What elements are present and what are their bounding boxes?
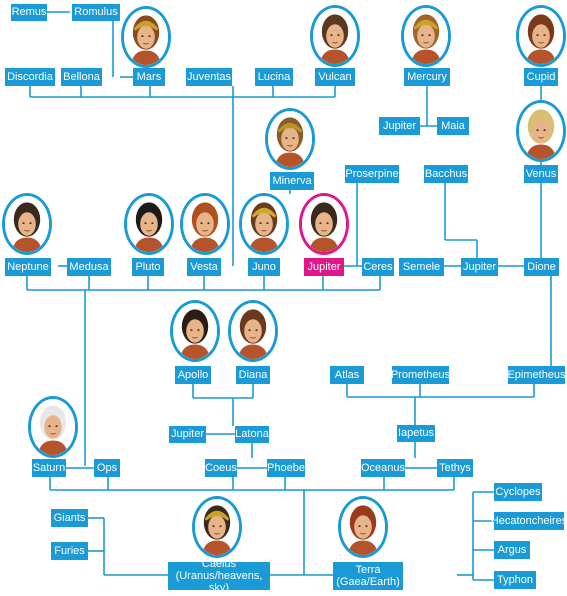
name-box-lucina: Lucina xyxy=(255,68,293,86)
terra-aliases: (Gaea/Earth) xyxy=(336,576,400,588)
venus-portrait-icon xyxy=(516,100,566,162)
apollo-portrait-icon xyxy=(170,300,220,362)
name-box-juventas: Juventas xyxy=(186,68,232,86)
name-box-furies: Furies xyxy=(51,542,88,560)
name-box-pluto: Pluto xyxy=(132,258,164,276)
name-box-jupiter-semele: Jupiter xyxy=(461,258,498,276)
mars-portrait-icon-art xyxy=(124,9,168,65)
name-box-typhon: Typhon xyxy=(494,571,536,589)
name-box-atlas: Atlas xyxy=(330,366,364,384)
name-box-juno: Juno xyxy=(248,258,280,276)
name-box-prometheus: Prometheus xyxy=(391,366,450,384)
terra-name: Terra xyxy=(355,564,381,576)
name-box-maia: Maia xyxy=(437,117,469,135)
name-box-cyclopes: Cyclopes xyxy=(494,483,542,501)
name-box-phoebe: Phoebe xyxy=(267,459,305,477)
vesta-portrait-icon-art xyxy=(183,196,227,252)
apollo-portrait-icon-art xyxy=(173,303,217,359)
pluto-portrait-icon xyxy=(124,193,174,255)
name-box-epimetheus: Epimetheus xyxy=(507,366,566,384)
name-box-jupiter-maia: Jupiter xyxy=(379,117,420,135)
vulcan-portrait-icon xyxy=(310,5,360,67)
name-box-mars: Mars xyxy=(133,68,165,86)
name-box-saturn: Saturn xyxy=(32,459,66,477)
name-box-hecatoncheires: Hecatoncheires xyxy=(491,512,567,530)
name-box-semele: Semele xyxy=(399,258,444,276)
terra-portrait-icon-art xyxy=(341,499,385,555)
name-box-vulcan: Vulcan xyxy=(315,68,355,86)
name-box-remus: Remus xyxy=(11,4,47,21)
jupiter-portrait-icon-art xyxy=(302,196,346,252)
cupid-portrait-icon-art xyxy=(519,8,563,64)
vesta-portrait-icon xyxy=(180,193,230,255)
minerva-portrait-icon-art xyxy=(268,111,312,167)
neptune-portrait-icon xyxy=(2,193,52,255)
diana-portrait-icon xyxy=(228,300,278,362)
name-box-minerva: Minerva xyxy=(270,172,314,190)
caelus-portrait-icon-art xyxy=(195,499,239,555)
saturn-portrait-icon xyxy=(28,396,78,458)
name-box-dione: Dione xyxy=(524,258,559,276)
name-box-oceanus: Oceanus xyxy=(361,459,405,477)
caelus-name: Caelus xyxy=(201,558,237,570)
mercury-portrait-icon xyxy=(401,5,451,67)
saturn-portrait-icon-art xyxy=(31,399,75,455)
name-box-neptune: Neptune xyxy=(5,258,51,276)
name-box-cupid: Cupid xyxy=(524,68,558,86)
name-box-vesta: Vesta xyxy=(187,258,221,276)
name-box-medusa: Medusa xyxy=(67,258,111,276)
caelus-aliases: (Uranus/heavens, sky) xyxy=(175,570,263,594)
venus-portrait-icon-art xyxy=(519,103,563,159)
caelus-portrait-icon xyxy=(192,496,242,558)
name-box-latona: Latona xyxy=(235,426,269,443)
name-box-bellona: Bellona xyxy=(61,68,102,86)
name-box-ops: Ops xyxy=(94,459,120,477)
juno-portrait-icon xyxy=(239,193,289,255)
name-box-mercury: Mercury xyxy=(404,68,450,86)
name-box-argus: Argus xyxy=(494,541,530,559)
minerva-portrait-icon xyxy=(265,108,315,170)
name-box-proserpine: Proserpine xyxy=(345,165,399,183)
mercury-portrait-icon-art xyxy=(404,8,448,64)
diana-portrait-icon-art xyxy=(231,303,275,359)
name-box-bacchus: Bacchus xyxy=(424,165,468,183)
neptune-portrait-icon-art xyxy=(5,196,49,252)
cupid-portrait-icon xyxy=(516,5,566,67)
name-box-ceres: Ceres xyxy=(362,258,394,276)
name-box-iapetus: Iapetus xyxy=(397,425,435,442)
jupiter-portrait-icon xyxy=(299,193,349,255)
name-box-diana: Diana xyxy=(236,366,270,384)
name-box-discordia: Discordia xyxy=(5,68,55,86)
name-box-tethys: Tethys xyxy=(437,459,473,477)
vulcan-portrait-icon-art xyxy=(313,8,357,64)
name-box-terra: Terra (Gaea/Earth) xyxy=(333,562,403,590)
pluto-portrait-icon-art xyxy=(127,196,171,252)
terra-portrait-icon xyxy=(338,496,388,558)
name-box-coeus: Coeus xyxy=(205,459,237,477)
mars-portrait-icon xyxy=(121,6,171,68)
name-box-venus: Venus xyxy=(524,165,558,183)
juno-portrait-icon-art xyxy=(242,196,286,252)
name-box-giants: Giants xyxy=(51,509,88,527)
name-box-caelus: Caelus (Uranus/heavens, sky) xyxy=(168,558,270,594)
name-box-jupiter-latona: Jupiter xyxy=(169,426,206,443)
name-box-jupiter-highlighted: Jupiter xyxy=(304,258,344,276)
name-box-romulus: Romulus xyxy=(72,4,120,21)
name-box-apollo: Apollo xyxy=(175,366,211,384)
